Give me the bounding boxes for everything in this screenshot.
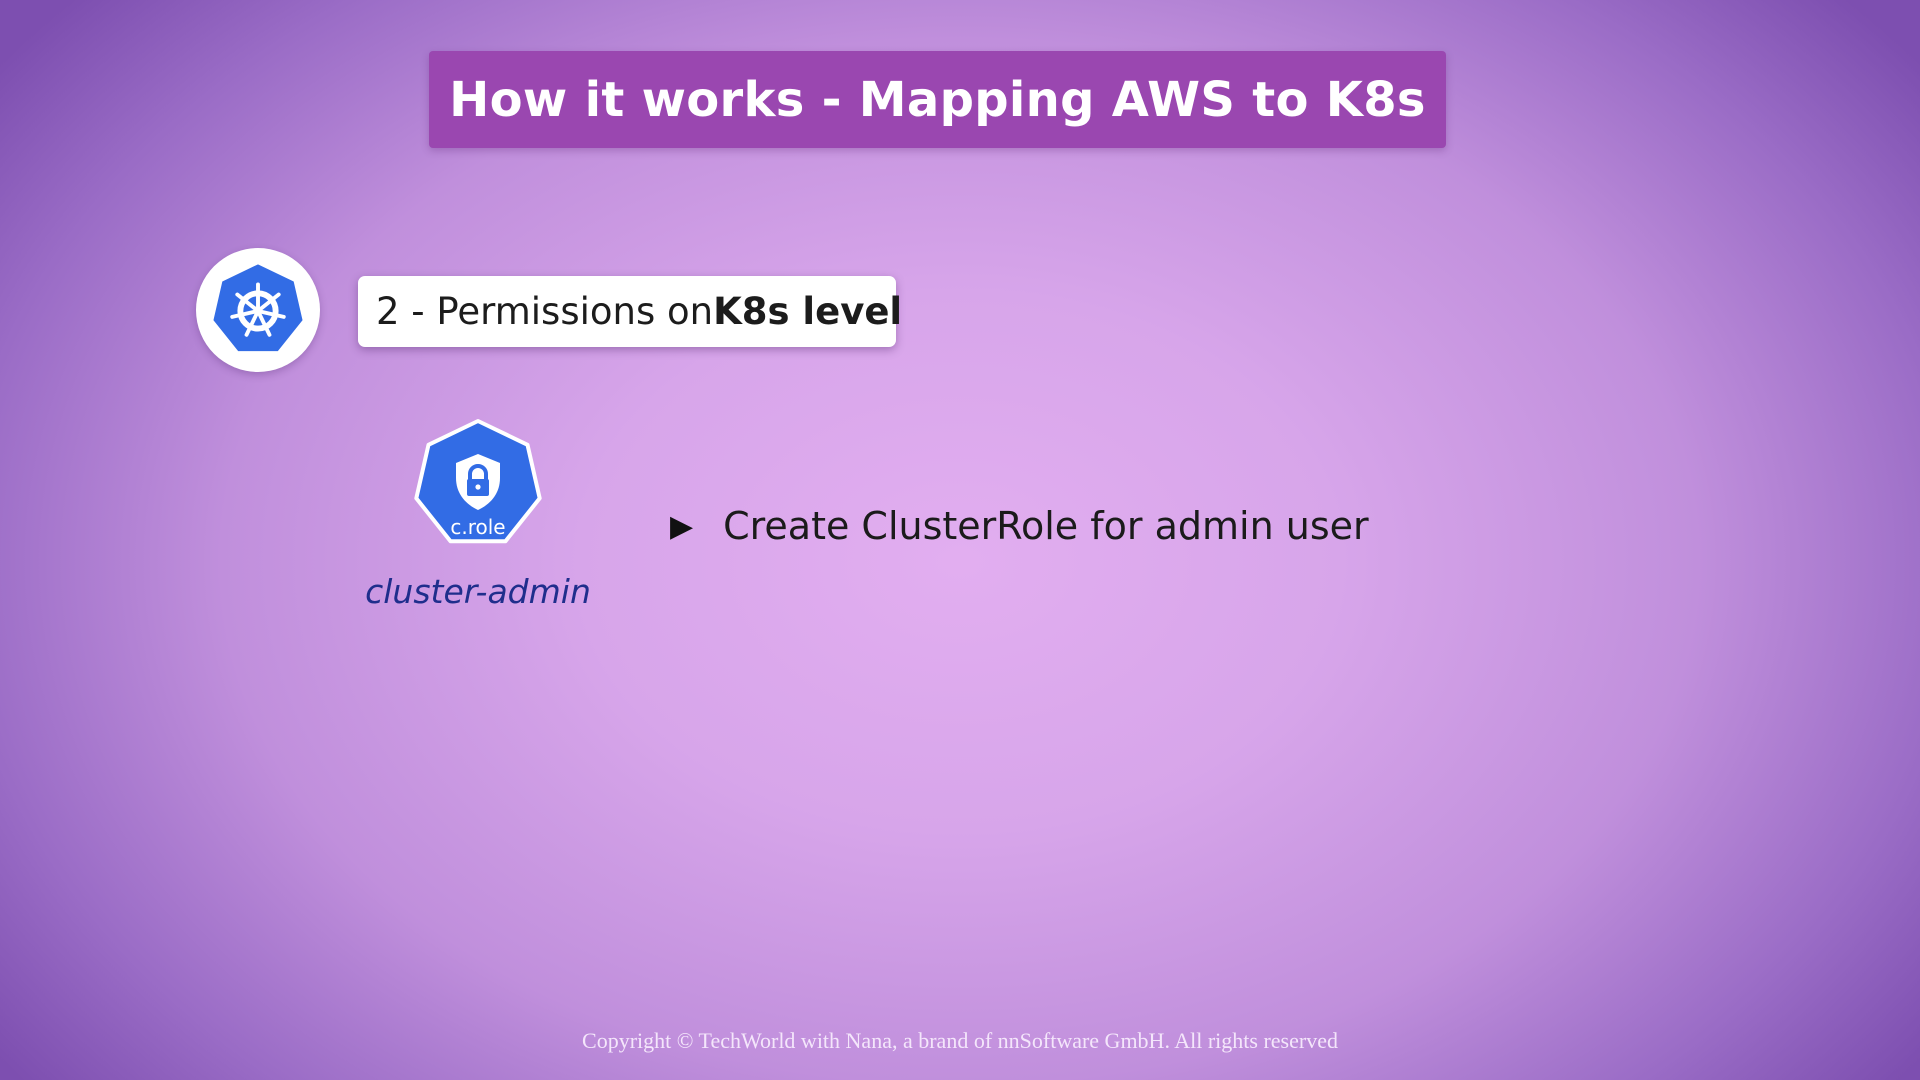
bullet-item: ▶ Create ClusterRole for admin user (670, 500, 1369, 552)
title-banner: How it works - Mapping AWS to K8s (429, 51, 1446, 148)
kubernetes-helm-icon (210, 261, 306, 354)
cluster-role-name: cluster-admin (365, 572, 591, 611)
copyright-footer: Copyright © TechWorld with Nana, a brand… (582, 1028, 1338, 1053)
step-label-prefix: 2 - Permissions on (376, 290, 714, 333)
bullet-text: Create ClusterRole for admin user (723, 504, 1369, 548)
lock-shield-icon (456, 454, 500, 510)
cluster-role-label: c.role (450, 515, 505, 539)
page-title: How it works - Mapping AWS to K8s (449, 71, 1426, 128)
cluster-role-icon: c.role (414, 419, 542, 544)
step-label-emphasis: K8s level (713, 290, 903, 333)
play-bullet-icon: ▶ (670, 508, 694, 544)
step-label: 2 - Permissions on K8s level (358, 276, 902, 347)
kubernetes-logo (196, 248, 320, 372)
